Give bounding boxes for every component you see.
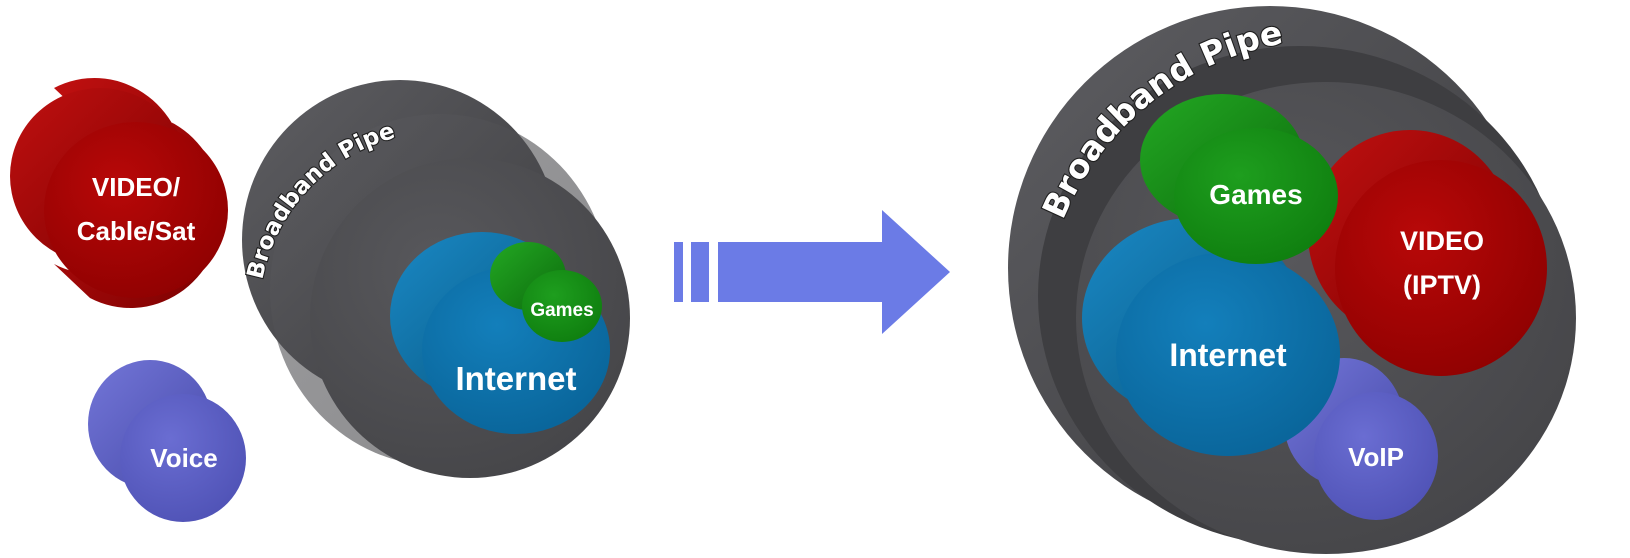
video-iptv-label-line2: (IPTV)	[1403, 270, 1481, 300]
video-cable-sat-label-line2: Cable/Sat	[77, 216, 196, 246]
video-cable-sat-cylinder: VIDEO/ Cable/Sat	[10, 78, 228, 308]
internet-cylinder-right: Internet	[1082, 218, 1340, 456]
games-label-left: Games	[530, 300, 593, 321]
video-cable-sat-label-line1: VIDEO/	[92, 172, 180, 202]
games-cylinder-left: Games	[490, 242, 602, 342]
voip-label: VoIP	[1348, 442, 1404, 472]
video-iptv-label-line1: VIDEO	[1400, 226, 1484, 256]
games-cylinder-right: Games	[1140, 94, 1338, 264]
transition-arrow	[674, 210, 950, 334]
voice-cylinder: Voice	[88, 360, 246, 522]
voice-label: Voice	[150, 443, 217, 473]
internet-label-right: Internet	[1169, 337, 1287, 373]
internet-label-left: Internet	[455, 360, 576, 397]
video-iptv-cylinder: VIDEO (IPTV)	[1308, 130, 1547, 376]
games-label-right: Games	[1209, 179, 1302, 210]
